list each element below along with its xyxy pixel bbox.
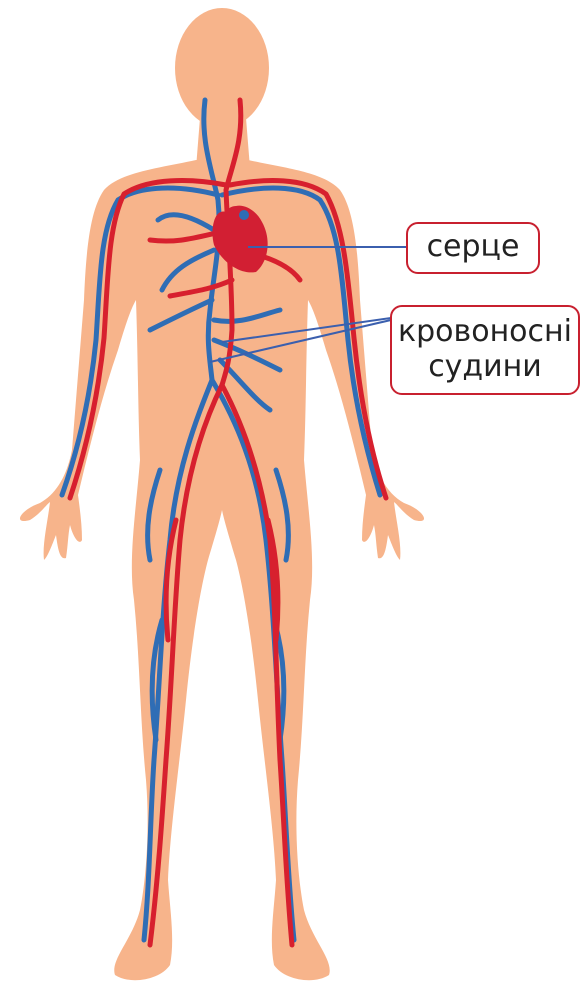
blood-vessels-label: кровоносні судини xyxy=(390,305,580,395)
heart-vein-node xyxy=(239,210,249,220)
heart-label-text: серце xyxy=(408,230,538,265)
body-silhouette xyxy=(20,8,424,980)
heart-label: серце xyxy=(406,222,540,274)
vessels-label-line2: судини xyxy=(392,350,578,385)
vessels-label-line1: кровоносні xyxy=(392,315,578,350)
